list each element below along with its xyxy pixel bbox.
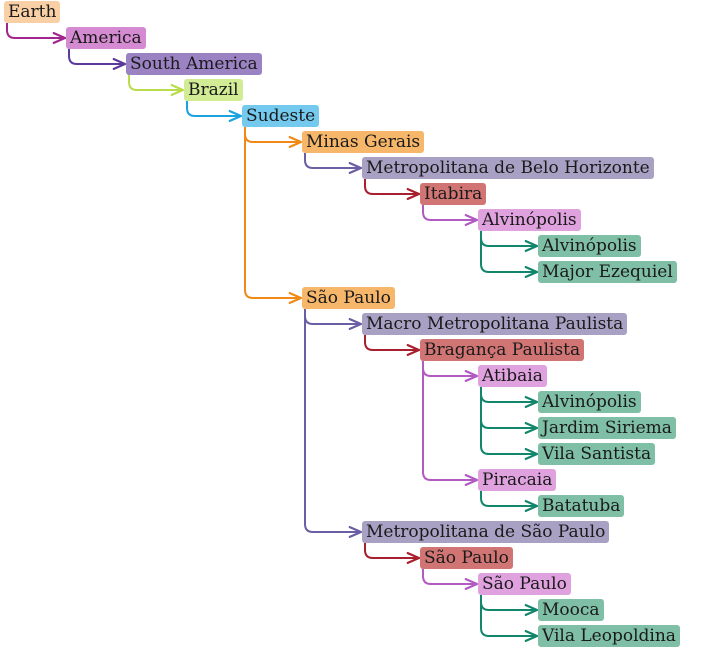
edge-minas-gerais-to-metropolitana-de-belo-horizonte [304, 153, 363, 175]
edge-braganca-paulista-to-piracaia [422, 361, 479, 487]
edge-itabira-to-alvinopolis [422, 205, 479, 227]
edge-alvinopolis-to-major-ezequiel [480, 231, 539, 279]
node-brazil: Brazil [184, 79, 243, 101]
edge-metropolitana-de-sao-paulo-to-sao-paulo [364, 543, 421, 565]
node-atibaia: Atibaia [478, 365, 547, 387]
node-america: America [66, 27, 146, 49]
node-minas-gerais: Minas Gerais [302, 131, 425, 153]
edge-atibaia-to-alvinopolis [480, 387, 539, 409]
node-alvinopolis: Alvinópolis [538, 391, 641, 413]
edge-earth-to-america [6, 23, 67, 45]
edge-alvinopolis-to-alvinopolis [480, 231, 539, 253]
node-vila-santista: Vila Santista [538, 443, 656, 465]
node-south-america: South America [126, 53, 262, 75]
edge-atibaia-to-jardim-siriema [480, 387, 539, 435]
edge-sao-paulo-to-metropolitana-de-sao-paulo [304, 309, 363, 539]
node-major-ezequiel: Major Ezequiel [538, 261, 677, 283]
node-sao-paulo: São Paulo [302, 287, 395, 309]
edge-america-to-south-america [68, 49, 127, 71]
edge-brazil-to-sudeste [186, 101, 243, 123]
node-alvinopolis: Alvinópolis [538, 235, 641, 257]
node-alvinopolis: Alvinópolis [478, 209, 581, 231]
edge-south-america-to-brazil [128, 75, 185, 97]
node-jardim-siriema: Jardim Siriema [538, 417, 676, 439]
node-sao-paulo: São Paulo [478, 573, 571, 595]
node-piracaia: Piracaia [478, 469, 557, 491]
node-earth: Earth [4, 1, 61, 23]
node-batatuba: Batatuba [538, 495, 625, 517]
edge-sao-paulo-to-macro-metropolitana-paulista [304, 309, 363, 331]
node-vila-leopoldina: Vila Leopoldina [538, 625, 680, 647]
edge-sudeste-to-minas-gerais [244, 127, 303, 149]
node-macro-metropolitana-paulista: Macro Metropolitana Paulista [362, 313, 628, 335]
node-sudeste: Sudeste [242, 105, 320, 127]
edge-sao-paulo-to-vila-leopoldina [480, 595, 539, 643]
node-sao-paulo: São Paulo [420, 547, 513, 569]
node-metropolitana-de-sao-paulo: Metropolitana de São Paulo [362, 521, 610, 543]
edge-macro-metropolitana-paulista-to-braganca-paulista [364, 335, 421, 357]
edge-sudeste-to-sao-paulo [244, 127, 303, 305]
edge-piracaia-to-batatuba [480, 491, 539, 513]
node-itabira: Itabira [420, 183, 487, 205]
edge-atibaia-to-vila-santista [480, 387, 539, 461]
node-mooca: Mooca [538, 599, 604, 621]
node-braganca-paulista: Bragança Paulista [420, 339, 585, 361]
edge-sao-paulo-to-mooca [480, 595, 539, 617]
edge-sao-paulo-to-sao-paulo [422, 569, 479, 591]
node-metropolitana-de-belo-horizonte: Metropolitana de Belo Horizonte [362, 157, 654, 179]
edge-braganca-paulista-to-atibaia [422, 361, 479, 383]
edge-metropolitana-de-belo-horizonte-to-itabira [364, 179, 421, 201]
